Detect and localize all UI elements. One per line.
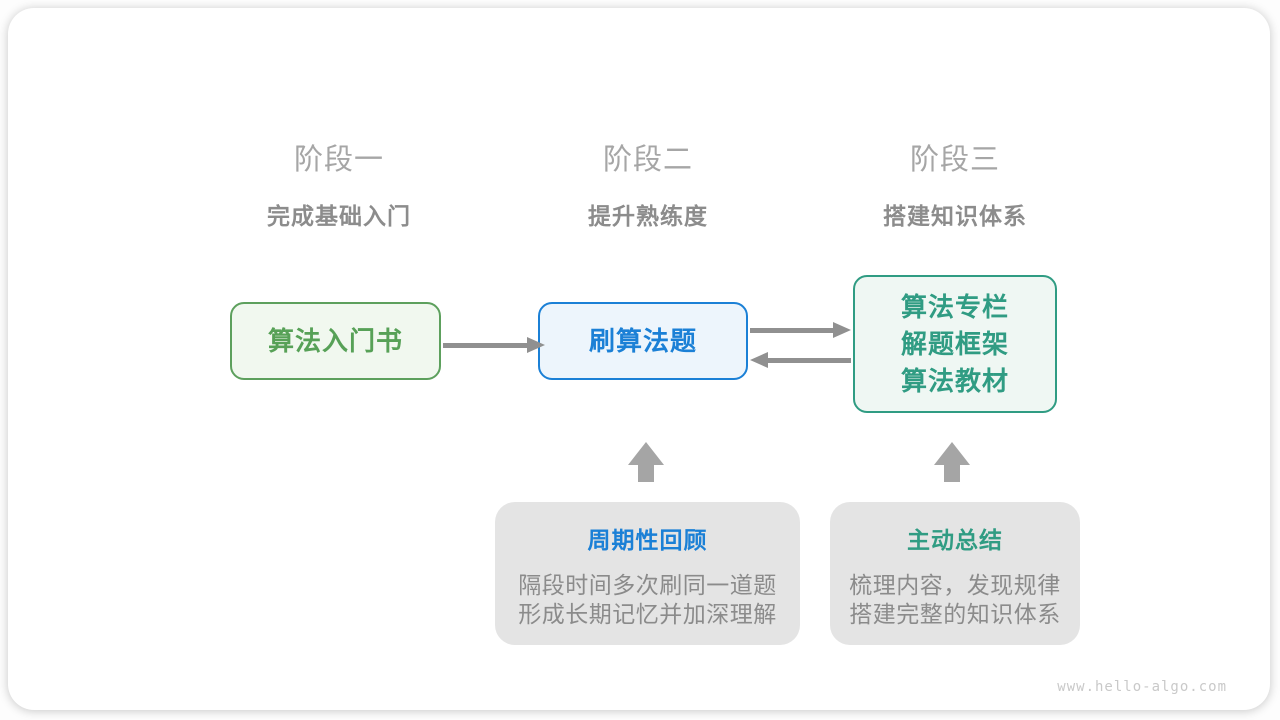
stage-1-subtitle: 完成基础入门 — [267, 203, 411, 229]
stage-1-label: 阶段一 — [293, 144, 384, 176]
panel-active-summary: 主动总结 梳理内容，发现规律 搭建完整的知识体系 — [830, 502, 1080, 645]
flow-box-resource-line-1: 算法专栏 — [900, 291, 1009, 322]
panel-active-summary-desc-line-2: 搭建完整的知识体系 — [849, 601, 1061, 627]
flow-box-practice-problems: 刷算法题 — [538, 302, 748, 380]
stage-3-header: 阶段三 搭建知识体系 — [795, 136, 1115, 231]
panel-periodic-review-desc-line-2: 形成长期记忆并加深理解 — [518, 601, 777, 627]
flow-box-practice-problems-label: 刷算法题 — [588, 325, 697, 356]
panel-active-summary-desc: 梳理内容，发现规律 搭建完整的知识体系 — [830, 571, 1080, 629]
flow-box-intro-book: 算法入门书 — [230, 302, 441, 380]
up-arrow-summary-icon — [934, 442, 970, 482]
stage-3-label: 阶段三 — [909, 144, 1000, 176]
diagram-card: 阶段一 完成基础入门 阶段二 提升熟练度 阶段三 搭建知识体系 算法入门书 刷算… — [8, 8, 1270, 710]
panel-active-summary-title: 主动总结 — [907, 527, 1003, 553]
flow-box-resource-line-3: 算法教材 — [900, 365, 1009, 396]
arrow-box2-to-box3-icon — [750, 322, 851, 338]
stage-1-header: 阶段一 完成基础入门 — [179, 136, 499, 231]
flow-box-intro-book-label: 算法入门书 — [267, 325, 403, 356]
stage-2-subtitle: 提升熟练度 — [588, 203, 708, 229]
arrow-box3-to-box2-icon — [750, 352, 851, 368]
panel-periodic-review: 周期性回顾 隔段时间多次刷同一道题 形成长期记忆并加深理解 — [495, 502, 800, 645]
arrow-box1-to-box2-icon — [443, 337, 545, 353]
flow-box-resource-line-2: 解题框架 — [900, 328, 1009, 359]
stage-3-subtitle: 搭建知识体系 — [883, 203, 1027, 229]
flow-box-knowledge-resources: 算法专栏 解题框架 算法教材 — [853, 275, 1057, 413]
panel-active-summary-desc-line-1: 梳理内容，发现规律 — [849, 572, 1061, 598]
stage-2-header: 阶段二 提升熟练度 — [488, 136, 808, 231]
panel-periodic-review-title: 周期性回顾 — [587, 527, 708, 553]
panel-periodic-review-desc: 隔段时间多次刷同一道题 形成长期记忆并加深理解 — [495, 571, 800, 629]
site-watermark: www.hello-algo.com — [1057, 679, 1227, 695]
panel-periodic-review-desc-line-1: 隔段时间多次刷同一道题 — [518, 572, 777, 598]
stage-2-label: 阶段二 — [602, 144, 693, 176]
up-arrow-review-icon — [628, 442, 664, 482]
